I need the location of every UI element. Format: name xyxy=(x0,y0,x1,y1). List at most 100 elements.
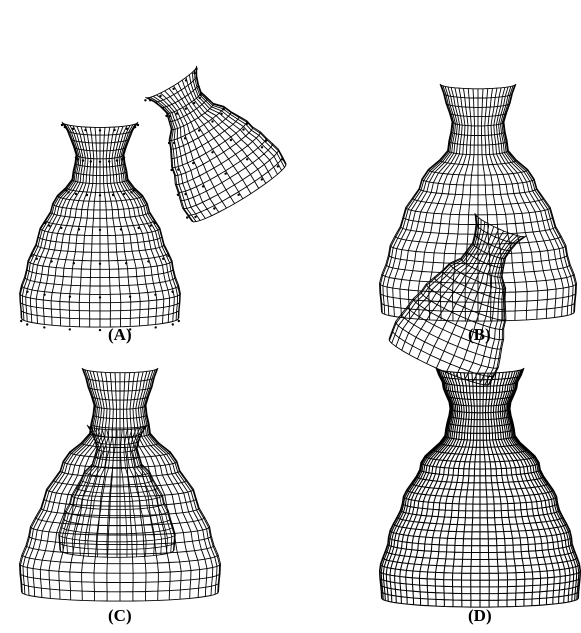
control-point xyxy=(133,125,137,129)
moving-flask-mesh xyxy=(145,65,287,223)
control-point xyxy=(222,108,226,111)
control-point xyxy=(98,328,102,332)
control-point xyxy=(167,254,170,257)
control-point xyxy=(98,296,102,299)
control-point xyxy=(48,224,51,227)
inner-flask-mesh-lines xyxy=(58,424,176,558)
control-point xyxy=(154,293,157,296)
moving-flask-mesh-lines xyxy=(145,65,287,223)
control-point xyxy=(242,128,245,131)
control-point xyxy=(149,224,152,227)
control-point xyxy=(237,193,240,196)
control-point xyxy=(98,262,102,265)
control-point xyxy=(264,139,268,142)
control-point xyxy=(229,138,233,142)
base-flask-mesh-lines xyxy=(19,121,181,328)
control-point xyxy=(192,161,195,165)
control-point xyxy=(64,189,68,192)
control-point xyxy=(108,160,111,163)
control-point xyxy=(167,141,171,145)
control-point xyxy=(89,160,93,163)
control-point xyxy=(125,262,128,265)
control-point xyxy=(198,129,201,132)
moving-flask-control-points xyxy=(144,67,284,219)
control-point xyxy=(165,114,168,118)
control-point xyxy=(147,260,150,263)
panel-label-d: (D) xyxy=(468,606,492,625)
control-point xyxy=(26,290,29,293)
control-point xyxy=(130,191,133,194)
control-point xyxy=(43,326,46,329)
control-point xyxy=(183,137,187,140)
control-point xyxy=(98,160,102,163)
control-point xyxy=(67,191,70,194)
control-point xyxy=(84,128,87,132)
control-point xyxy=(213,207,216,210)
control-point xyxy=(171,323,174,326)
control-point xyxy=(98,228,102,232)
control-point xyxy=(276,165,279,168)
control-point xyxy=(144,99,147,102)
inner-flask-mesh xyxy=(58,424,176,558)
merged-flask-mesh-lines xyxy=(378,367,581,608)
control-point xyxy=(113,128,116,132)
control-point xyxy=(172,87,175,91)
control-point xyxy=(81,159,85,162)
control-point xyxy=(186,216,189,219)
panel-b-meshes xyxy=(379,83,577,386)
control-point xyxy=(119,228,123,231)
base-flask-mesh xyxy=(379,83,577,322)
control-point xyxy=(175,112,179,115)
panel-a-meshes xyxy=(19,65,287,332)
panel-label-a: (A) xyxy=(108,325,132,344)
control-point xyxy=(211,120,214,123)
control-point xyxy=(170,168,173,172)
panel-c-meshes xyxy=(19,367,221,602)
control-point xyxy=(50,260,53,263)
control-point xyxy=(172,141,176,145)
control-point xyxy=(122,192,126,196)
control-point xyxy=(129,328,132,331)
control-point xyxy=(220,112,223,116)
control-point xyxy=(132,189,136,192)
control-point xyxy=(195,67,198,71)
control-point xyxy=(198,96,201,100)
control-point xyxy=(74,156,78,159)
control-point xyxy=(63,125,67,129)
control-point xyxy=(68,295,72,298)
control-point xyxy=(177,287,180,290)
control-point xyxy=(177,168,180,171)
control-point xyxy=(153,221,156,225)
control-point xyxy=(76,158,80,161)
control-point xyxy=(60,226,63,230)
control-point xyxy=(43,293,46,296)
control-point xyxy=(26,323,29,326)
control-point xyxy=(260,146,264,149)
control-point xyxy=(246,158,249,161)
control-point xyxy=(224,172,227,175)
control-point xyxy=(128,295,132,298)
control-point xyxy=(111,193,115,197)
control-point xyxy=(20,287,23,290)
control-point xyxy=(260,178,263,181)
control-point xyxy=(20,319,23,323)
control-point xyxy=(85,193,89,197)
control-point xyxy=(136,123,140,127)
control-point xyxy=(177,319,180,323)
panel-label-b: (B) xyxy=(468,325,491,344)
base-flask-mesh xyxy=(19,367,221,602)
control-point xyxy=(74,192,78,196)
panel-label-c: (C) xyxy=(108,606,132,625)
control-point xyxy=(154,326,157,329)
control-point xyxy=(137,226,140,230)
control-point xyxy=(121,158,124,161)
inserted-flask-mesh-lines xyxy=(388,213,527,386)
control-point xyxy=(122,156,126,159)
control-point xyxy=(115,159,119,162)
control-point xyxy=(184,79,188,82)
panel-d-meshes xyxy=(378,367,581,608)
control-point xyxy=(35,257,38,260)
control-point xyxy=(193,71,196,75)
